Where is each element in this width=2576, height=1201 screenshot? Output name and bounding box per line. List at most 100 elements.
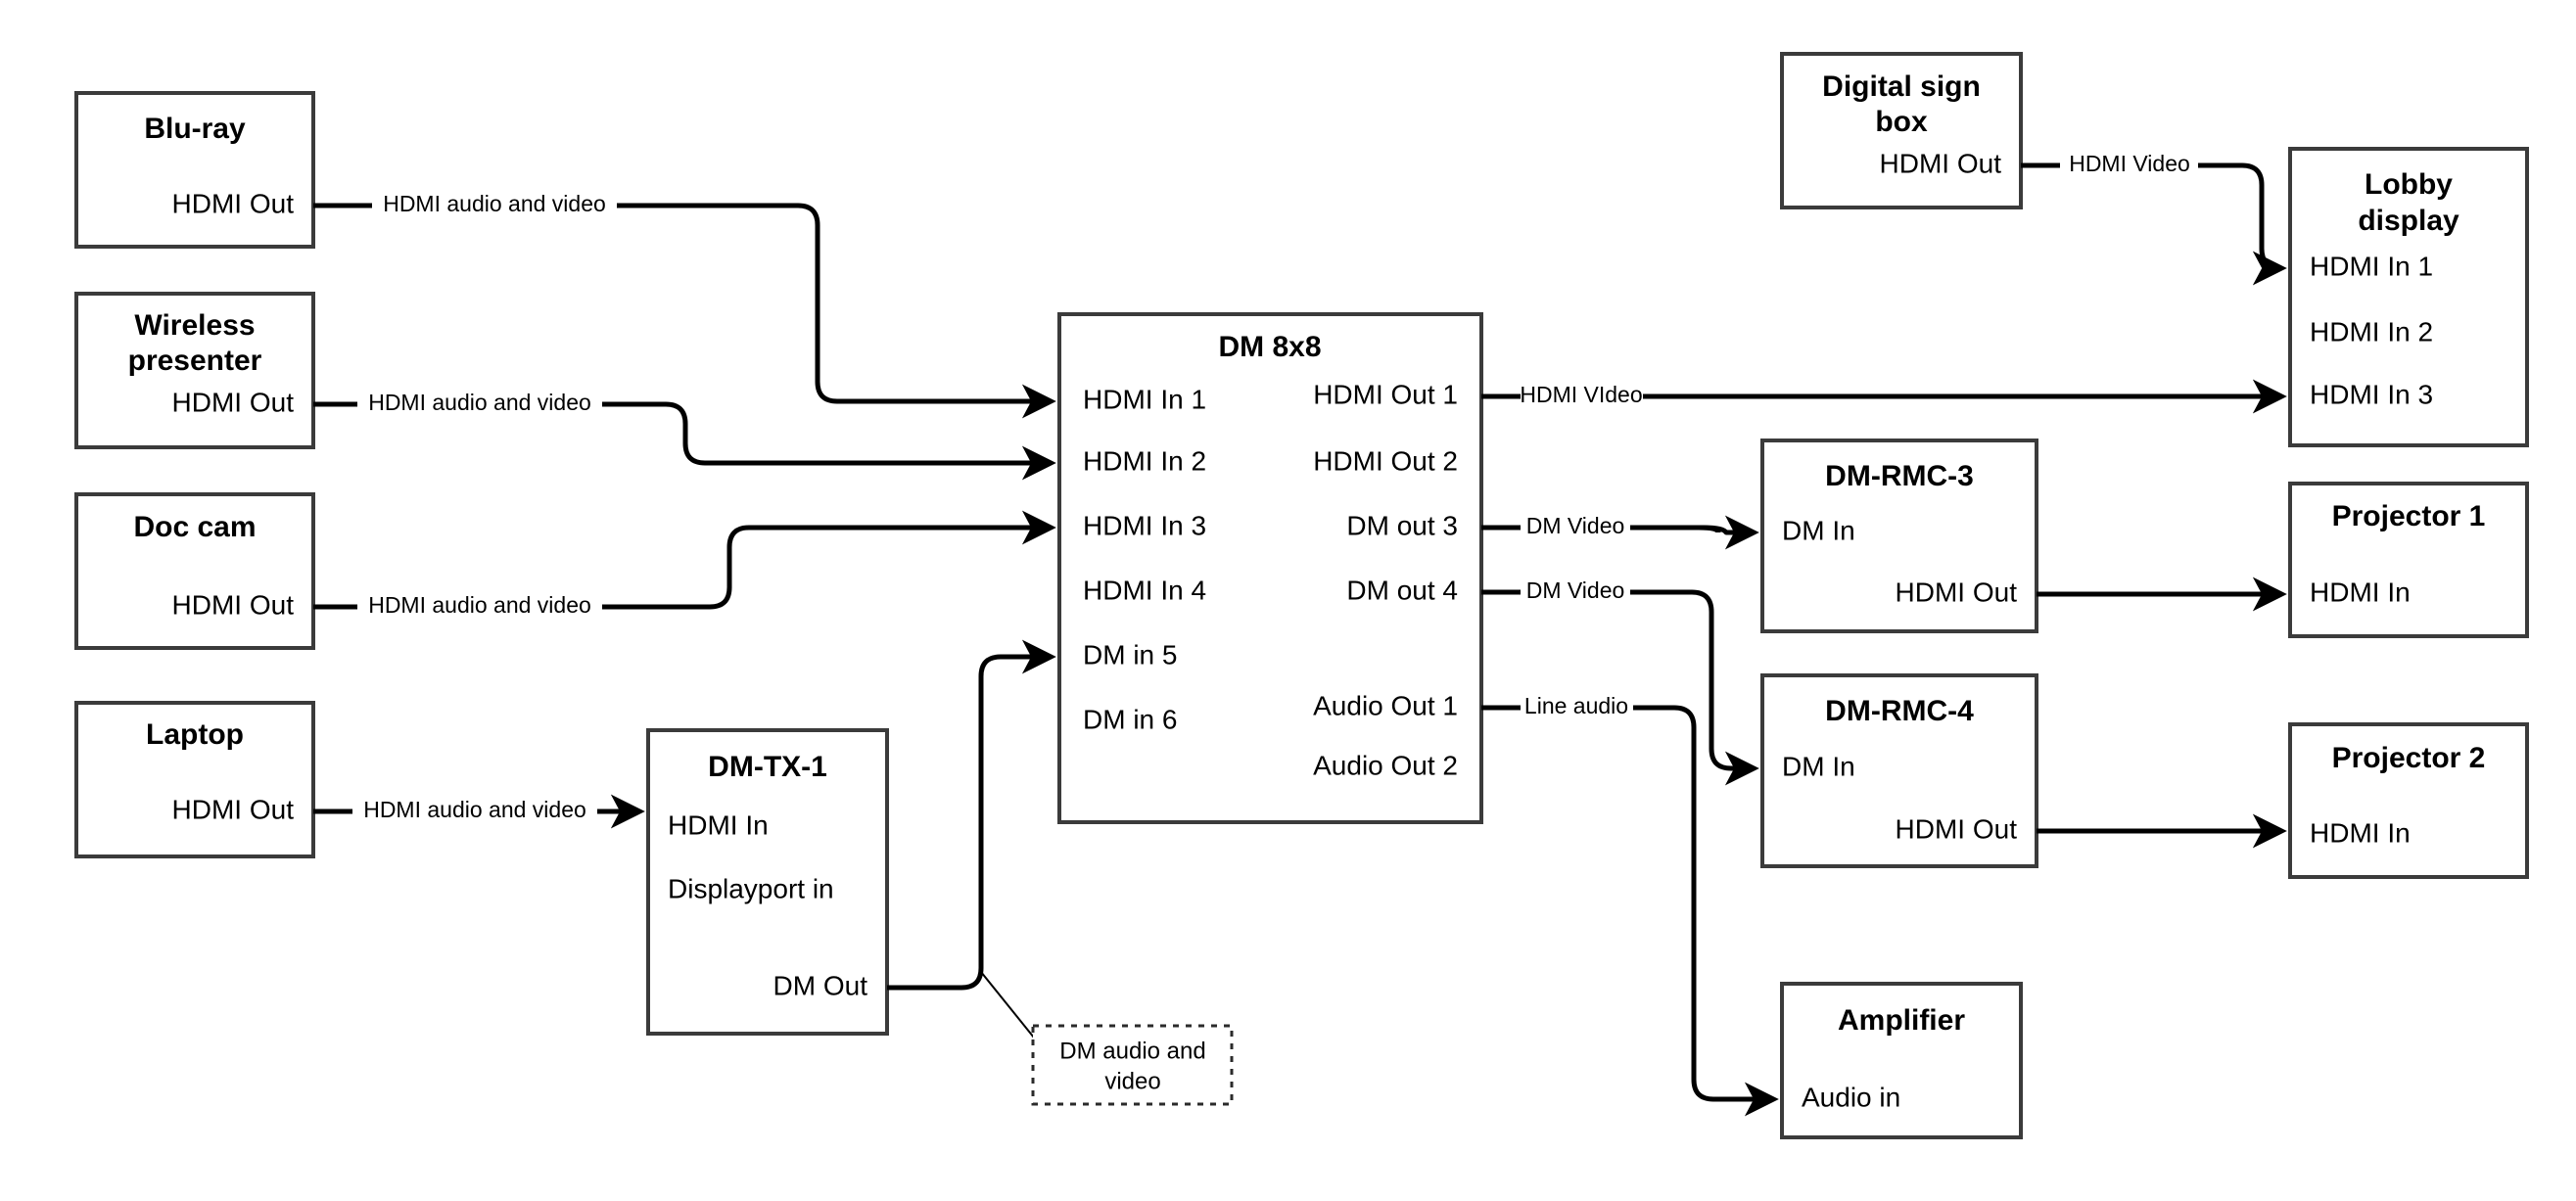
projector-1-box <box>2288 482 2529 638</box>
link-bluray-path <box>617 203 1056 419</box>
doc-cam-title: Doc cam <box>133 511 256 543</box>
wireless-presenter-box <box>74 292 315 449</box>
dm-8x8-input-hdmi-in-4: HDMI In 4 <box>1083 575 1206 605</box>
lobby-display-input-hdmi-in-2: HDMI In 2 <box>2310 316 2433 346</box>
laptop-title: Laptop <box>146 718 244 751</box>
dm-8x8-title: DM 8x8 <box>1218 331 1321 363</box>
node-dm-tx-1[interactable]: DM-TX-1 HDMI In Displayport in DM Out <box>646 728 889 1036</box>
lobby-display-box <box>2288 147 2529 447</box>
node-lobby-display[interactable]: Lobby display HDMI In 1 HDMI In 2 HDMI I… <box>2288 147 2529 447</box>
lobby-display-title-line2: display <box>2358 205 2459 237</box>
edge-label-hdmiout1: HDMI VIdeo <box>1520 382 1642 407</box>
edge-label-laptop: HDMI audio and video <box>363 797 586 822</box>
projector-2-title: Projector 2 <box>2332 742 2486 774</box>
bluray-box <box>74 91 315 249</box>
lobby-display-title-line1: Lobby <box>2365 168 2453 201</box>
dm-8x8-input-hdmi-in-2: HDMI In 2 <box>1083 445 1206 476</box>
link-dm8x8-dmout4-to-rmc4: DM Video <box>1481 577 1759 786</box>
edge-label-doccam: HDMI audio and video <box>368 592 591 618</box>
dm-8x8-output-hdmi-out-1: HDMI Out 1 <box>1313 379 1458 409</box>
dm-rmc-3-port-dm-in: DM In <box>1782 515 1855 545</box>
bluray-title: Blu-ray <box>144 113 246 145</box>
node-doc-cam[interactable]: Doc cam HDMI Out <box>74 492 315 650</box>
wireless-presenter-title-line2: presenter <box>128 345 262 377</box>
dm-rmc-3-box <box>1760 439 2038 633</box>
edge-label-wireless: HDMI audio and video <box>368 390 591 415</box>
dm-8x8-output-dm-out-4: DM out 4 <box>1346 575 1458 605</box>
link-laptop-to-dmtx1: HDMI audio and video <box>313 794 645 829</box>
digital-sign-box-rect <box>1780 52 2023 209</box>
doc-cam-port-hdmi-out: HDMI Out <box>172 589 295 620</box>
node-bluray[interactable]: Blu-ray HDMI Out <box>74 91 315 249</box>
link-audioout1-path <box>1633 705 1779 1117</box>
callout-dm-audio-video: DM audio and video <box>980 971 1234 1106</box>
dm-rmc-3-port-hdmi-out: HDMI Out <box>1896 577 2018 607</box>
projector-1-port-hdmi-in: HDMI In <box>2310 577 2411 607</box>
dm-tx-1-box <box>646 728 889 1036</box>
digital-sign-port-hdmi-out: HDMI Out <box>1880 148 2002 178</box>
node-laptop[interactable]: Laptop HDMI Out <box>74 701 315 858</box>
dm-8x8-input-dm-in-6: DM in 6 <box>1083 704 1177 734</box>
laptop-box <box>74 701 315 858</box>
node-dm-8x8[interactable]: DM 8x8 HDMI In 1 HDMI In 2 HDMI In 3 HDM… <box>1057 312 1483 824</box>
dm-tx-1-port-hdmi-in: HDMI In <box>668 809 769 840</box>
edge-label-bluray: HDMI audio and video <box>383 191 606 216</box>
dm-rmc-4-box <box>1760 673 2038 868</box>
callout-text-line2: video <box>1104 1068 1160 1094</box>
bluray-port-hdmi-out: HDMI Out <box>172 188 295 218</box>
edge-label-sign: HDMI Video <box>2069 151 2190 176</box>
projector-2-port-hdmi-in: HDMI In <box>2310 817 2411 848</box>
digital-sign-title-line1: Digital sign <box>1822 70 1981 103</box>
digital-sign-title-line2: box <box>1875 106 1928 138</box>
dm-rmc-3-title: DM-RMC-3 <box>1825 460 1974 492</box>
dm-rmc-4-title: DM-RMC-4 <box>1825 695 1974 727</box>
dm-8x8-output-hdmi-out-2: HDMI Out 2 <box>1313 445 1458 476</box>
node-projector-1[interactable]: Projector 1 HDMI In <box>2288 482 2529 638</box>
dm-8x8-output-audio-out-1: Audio Out 1 <box>1313 690 1458 720</box>
link-dm8x8-dmout3-to-rmc3: DM Video <box>1481 513 1759 550</box>
lobby-display-input-hdmi-in-1: HDMI In 1 <box>2310 251 2433 281</box>
laptop-port-hdmi-out: HDMI Out <box>172 794 295 824</box>
callout-leader-line <box>980 971 1039 1043</box>
dm-8x8-output-audio-out-2: Audio Out 2 <box>1313 750 1458 780</box>
node-dm-rmc-3[interactable]: DM-RMC-3 DM In HDMI Out <box>1760 439 2038 633</box>
lobby-display-input-hdmi-in-3: HDMI In 3 <box>2310 379 2433 409</box>
link-dmtx1-path <box>887 639 1056 991</box>
amplifier-title: Amplifier <box>1838 1004 1965 1037</box>
wireless-presenter-title-line1: Wireless <box>134 309 255 342</box>
link-dmtx1-to-dm8x8 <box>887 639 1056 991</box>
amplifier-box <box>1780 982 2023 1139</box>
dm-8x8-input-hdmi-in-3: HDMI In 3 <box>1083 510 1206 540</box>
edge-label-dmout3: DM Video <box>1526 513 1625 538</box>
dm-tx-1-title: DM-TX-1 <box>708 751 827 783</box>
dm-rmc-4-port-dm-in: DM In <box>1782 751 1855 781</box>
link-dm8x8-hdmiout1-to-lobby: HDMI VIdeo <box>1481 379 2287 414</box>
link-doccam-path <box>602 510 1056 610</box>
link-bluray-to-dm8x8: HDMI audio and video <box>313 191 1056 419</box>
edge-label-audioout1: Line audio <box>1524 693 1628 718</box>
node-wireless-presenter[interactable]: Wireless presenter HDMI Out <box>74 292 315 449</box>
node-projector-2[interactable]: Projector 2 HDMI In <box>2288 722 2529 879</box>
callout-box <box>1031 1024 1234 1106</box>
dm-8x8-input-dm-in-5: DM in 5 <box>1083 639 1177 670</box>
dm-8x8-output-dm-out-3: DM out 3 <box>1346 510 1458 540</box>
dm-rmc-4-port-hdmi-out: HDMI Out <box>1896 813 2018 844</box>
projector-1-title: Projector 1 <box>2332 500 2486 532</box>
node-dm-rmc-4[interactable]: DM-RMC-4 DM In HDMI Out <box>1760 673 2038 868</box>
node-digital-sign-box[interactable]: Digital sign box HDMI Out <box>1780 52 2023 209</box>
link-dm8x8-audioout1-to-amplifier: Line audio <box>1481 693 1779 1117</box>
node-amplifier[interactable]: Amplifier Audio in <box>1780 982 2023 1139</box>
callout-text-line1: DM audio and <box>1059 1038 1205 1064</box>
projector-2-box <box>2288 722 2529 879</box>
wireless-presenter-port-hdmi-out: HDMI Out <box>172 387 295 417</box>
link-wireless-to-dm8x8: HDMI audio and video <box>313 390 1056 481</box>
link-dmout3-arrow <box>1630 515 1759 550</box>
link-sign-path <box>2198 162 2287 286</box>
amplifier-port-audio-in: Audio in <box>1802 1082 1900 1112</box>
dm-tx-1-port-dm-out: DM Out <box>773 970 868 1000</box>
link-doccam-to-dm8x8: HDMI audio and video <box>313 510 1056 618</box>
link-wireless-path <box>602 401 1056 481</box>
link-dmout4-path <box>1630 589 1759 786</box>
